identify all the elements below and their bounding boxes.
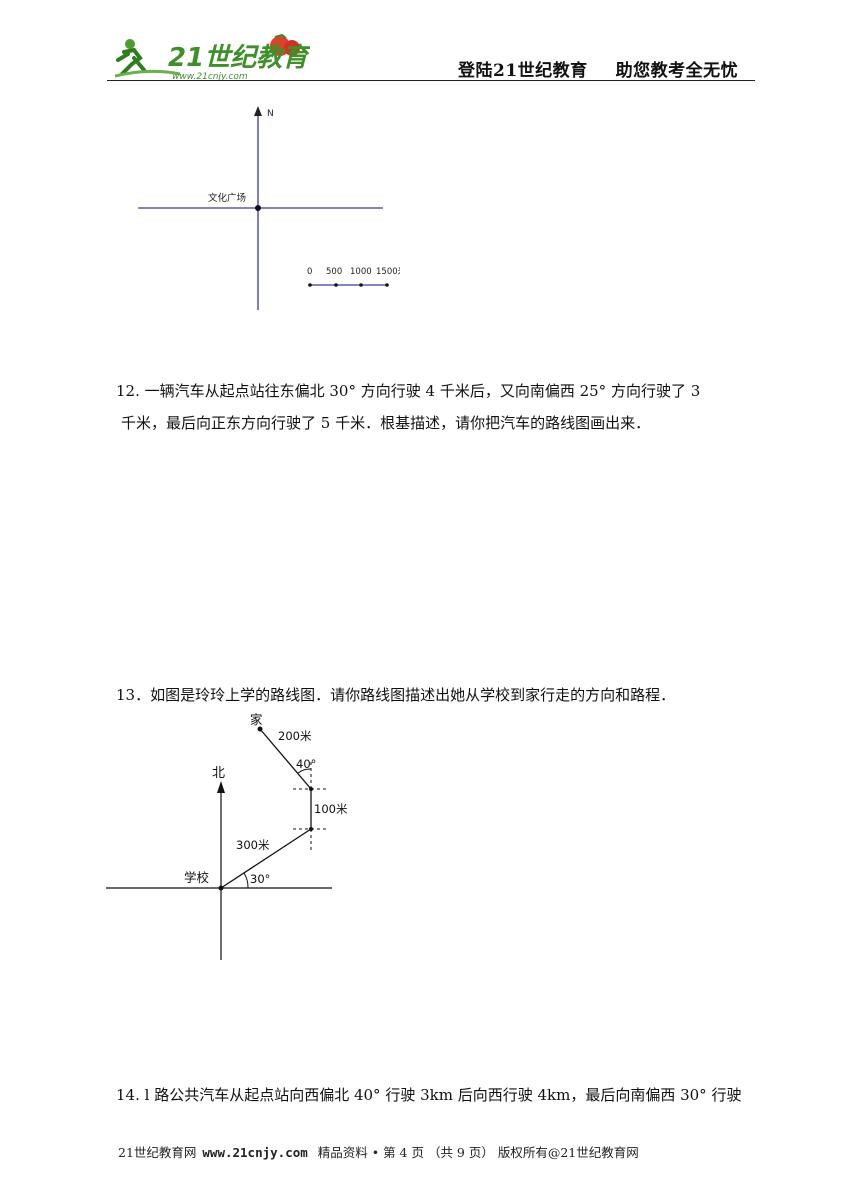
page-footer: 21世纪教育网 www.21cnjy.com 精品资料 • 第 4 页 （共 9 页…: [118, 1142, 639, 1161]
angle-label-40: 40°: [296, 757, 316, 771]
footer-page-info: 精品资料 • 第 4 页 （共 9 页） 版权所有@21世纪教育网: [317, 1145, 639, 1160]
scale-label-500: 500: [326, 267, 342, 277]
distance-label-100: 100米: [314, 802, 348, 816]
scale-tick: [334, 283, 338, 287]
north-arrow-icon: [217, 781, 225, 793]
home-point: [257, 726, 263, 732]
map-culture-square: N 文化广场 0 500 1000 1500米: [138, 106, 400, 310]
logo-graphic: 21世纪教育 www.21cnjy.com: [114, 33, 312, 82]
header-slogan: 登陆21世纪教育 助您教考全无忧: [458, 56, 738, 81]
question-12-line1: 12. 一辆汽车从起点站往东偏北 30° 方向行驶 4 千米后，又向南偏西 25…: [116, 382, 701, 400]
angle-arc-30: [243, 872, 249, 889]
scale-tick: [308, 283, 312, 287]
scale-tick: [359, 283, 363, 287]
origin-point: [255, 205, 261, 211]
slogan-left: 登陆21世纪教育: [458, 61, 588, 81]
origin-label: 文化广场: [208, 192, 246, 204]
north-arrow-icon: [254, 106, 262, 116]
scale-label-0: 0: [307, 267, 312, 277]
route-segment-3: [259, 728, 312, 790]
question-14-line1: 14. l 路公共汽车从起点站向西偏北 40° 行驶 3km 后向西行驶 4km…: [116, 1086, 742, 1104]
question-12-line2: 千米，最后向正东方向行驶了 5 千米．根基描述，请你把汽车的路线图画出来．: [121, 414, 651, 432]
distance-label-300: 300米: [236, 838, 270, 852]
route-segment-1: [220, 828, 312, 889]
footer-site-name: 21世纪教育网: [118, 1145, 197, 1160]
slogan-right: 助您教考全无忧: [615, 61, 739, 81]
angle-arc-40: [297, 768, 312, 774]
angle-label-30: 30°: [250, 872, 270, 886]
north-label: 北: [212, 766, 225, 781]
north-label: N: [267, 109, 274, 119]
logo-url: www.21cnjy.com: [172, 72, 248, 82]
distance-label-200: 200米: [278, 729, 312, 743]
logo-text: 21世纪教育: [168, 43, 310, 73]
footer-site-url[interactable]: www.21cnjy.com: [202, 1145, 308, 1160]
school-label: 学校: [184, 870, 210, 885]
scale-label-1500: 1500米: [376, 266, 400, 277]
site-logo[interactable]: 21世纪教育 www.21cnjy.com: [110, 30, 312, 82]
route-diagram: 北 学校 30° 300米 100米 40° 200米 家: [106, 712, 348, 960]
question-13-text: 13．如图是玲玲上学的路线图．请你路线图描述出她从学校到家行走的方向和路程．: [116, 686, 676, 704]
scale-label-1000: 1000: [350, 267, 372, 277]
scale-tick: [385, 283, 389, 287]
home-label: 家: [250, 712, 263, 727]
header-divider: [107, 80, 755, 81]
